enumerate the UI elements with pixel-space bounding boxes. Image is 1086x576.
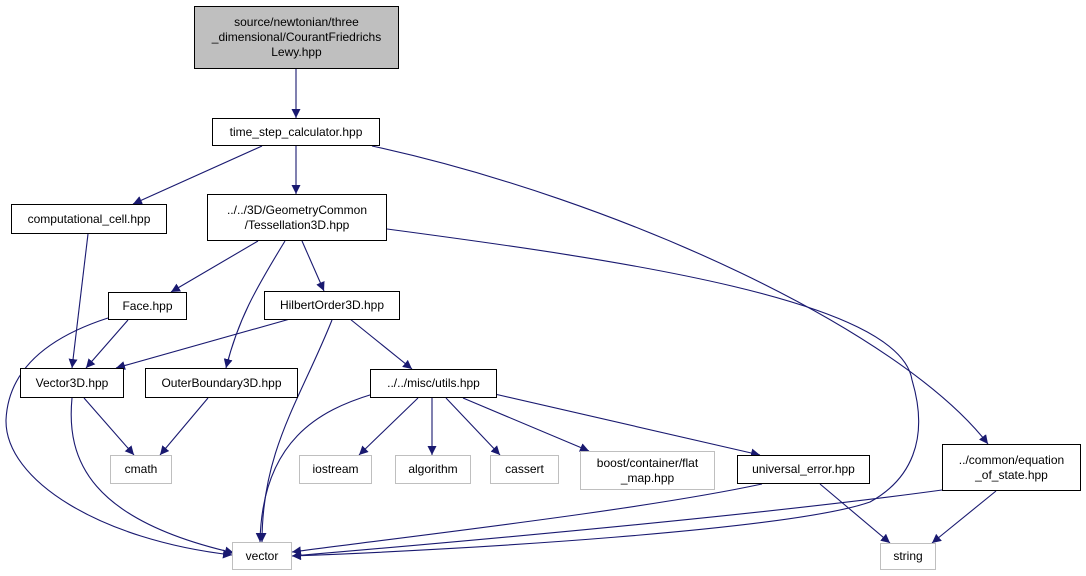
edge-hilbert-to-vector3d [115,318,291,370]
node-label: source/newtonian/three _dimensional/Cour… [211,15,382,59]
edge-tessellation-to-vector [291,228,920,561]
edge-tessellation-to-outer-boundary [223,240,286,369]
node-label: algorithm [408,462,458,476]
node-label: HilbertOrder3D.hpp [279,298,385,312]
node-label: universal_error.hpp [752,462,855,476]
edge-face-to-vector3d [85,319,129,369]
node-label: ../../misc/utils.hpp [387,376,480,390]
edge-face-to-vector [5,317,233,559]
node-tessellation3d[interactable]: ../../3D/GeometryCommon /Tessellation3D.… [207,194,387,241]
edge-utils-to-vector [255,393,374,543]
edge-time-step-to-computational-cell [132,145,263,205]
edge-eos-to-string [931,490,997,544]
edge-universal-error-to-string [819,483,891,544]
edge-outer-to-cmath [159,397,209,456]
node-boost-flat-map: boost/container/flat _map.hpp [580,451,715,490]
node-iostream: iostream [299,455,372,484]
node-universal-error[interactable]: universal_error.hpp [737,455,870,484]
edge-utils-to-cassert [445,397,501,456]
edge-hilbert-to-utils [349,318,413,370]
edge-vector3d-to-cmath [83,397,135,456]
node-face[interactable]: Face.hpp [108,292,187,320]
node-label: ../common/equation _of_state.hpp [958,452,1065,482]
node-label: Face.hpp [122,298,173,313]
node-label: computational_cell.hpp [27,211,151,226]
edge-utils-to-iostream [358,397,419,456]
node-label: Vector3D.hpp [35,375,109,390]
edge-hilbert-to-vector [257,319,333,543]
node-label: time_step_calculator.hpp [229,124,363,139]
node-label: vector [245,548,279,563]
node-cmath: cmath [110,455,172,484]
edge-eos-to-vector [291,489,943,560]
node-equation-of-state[interactable]: ../common/equation _of_state.hpp [942,444,1081,491]
node-label: cmath [124,462,158,476]
node-algorithm: algorithm [395,455,471,484]
node-label: OuterBoundary3D.hpp [161,375,282,390]
node-label: string [893,549,923,563]
edge-computational-cell-to-vector3d [68,233,89,369]
node-vector: vector [232,542,292,570]
edge-vector3d-to-vector [70,397,235,556]
node-label: boost/container/flat _map.hpp [596,455,699,485]
node-string: string [880,543,936,570]
node-label: iostream [312,462,359,476]
edge-utils-to-universal-error [485,391,761,458]
edge-tessellation-to-face [170,240,259,293]
edge-universal-error-to-vector [291,483,763,556]
node-vector3d[interactable]: Vector3D.hpp [20,368,124,398]
node-label: ../../3D/GeometryCommon /Tessellation3D.… [226,202,368,232]
node-label: cassert [505,462,544,476]
edge-time-step-to-equation-of-state [371,145,989,445]
edge-utils-to-flat-map [462,397,590,452]
node-courant-friedrichs-lewy: source/newtonian/three _dimensional/Cour… [194,6,399,69]
node-outer-boundary3d[interactable]: OuterBoundary3D.hpp [145,368,298,398]
node-cassert: cassert [490,455,559,484]
node-hilbert-order3d[interactable]: HilbertOrder3D.hpp [264,291,400,320]
node-misc-utils[interactable]: ../../misc/utils.hpp [370,369,497,398]
node-computational-cell[interactable]: computational_cell.hpp [11,204,167,234]
edge-tessellation-to-hilbert [301,240,325,292]
node-time-step-calculator[interactable]: time_step_calculator.hpp [212,118,380,146]
